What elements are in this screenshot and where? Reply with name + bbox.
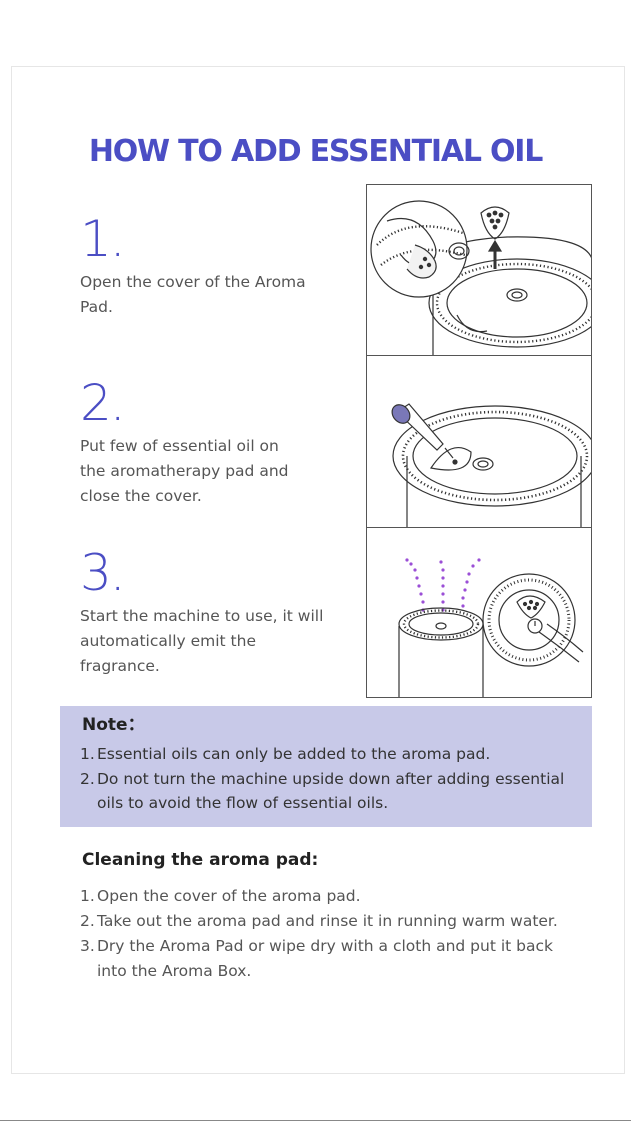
bottom-divider — [0, 1120, 631, 1121]
list-text: Dry the Aroma Pad or wipe dry with a clo… — [97, 937, 553, 980]
step-number: 1. — [80, 210, 126, 268]
step-text: Start the machine to use, it will automa… — [80, 607, 324, 675]
note-list: 1. Essential oils can only be added to t… — [80, 742, 580, 816]
list-number: 3. — [80, 937, 95, 955]
note-title: Note： — [82, 715, 145, 735]
step-text: Open the cover of the Aroma Pad. — [80, 273, 306, 316]
cleaning-list: 1. Open the cover of the aroma pad. 2. T… — [80, 884, 580, 984]
list-text: Open the cover of the aroma pad. — [97, 887, 361, 905]
list-number: 2. — [80, 912, 95, 930]
list-number: 2. — [80, 769, 95, 788]
list-item: 2. Take out the aroma pad and rinse it i… — [80, 909, 580, 934]
cleaning-title: Cleaning the aroma pad: — [82, 850, 319, 870]
list-item: 3. Dry the Aroma Pad or wipe dry with a … — [80, 934, 580, 984]
list-number: 1. — [80, 887, 95, 905]
list-text: Take out the aroma pad and rinse it in r… — [97, 912, 558, 930]
list-text: Essential oils can only be added to the … — [97, 745, 491, 763]
list-item: 1. Essential oils can only be added to t… — [80, 742, 580, 767]
page-title: HOW TO ADD ESSENTIAL OIL — [88, 134, 544, 169]
step-1: 1. Open the cover of the Aroma Pad. — [80, 214, 360, 320]
note-box: Note： 1. Essential oils can only be adde… — [60, 706, 592, 827]
list-item: 1. Open the cover of the aroma pad. — [80, 884, 580, 909]
step-number: 3. — [80, 544, 126, 602]
step-3: 3. Start the machine to use, it will aut… — [80, 548, 360, 679]
illustration-open-cover — [366, 184, 592, 356]
illustration-start-machine — [366, 527, 592, 698]
illustration-add-oil — [366, 356, 592, 528]
step-text: Put few of essential oil on the aromathe… — [80, 437, 289, 505]
list-text: Do not turn the machine upside down afte… — [97, 769, 565, 813]
start-machine-drawing — [398, 558, 584, 697]
step-number: 2. — [80, 374, 126, 432]
open-cover-drawing — [370, 200, 591, 355]
add-oil-drawing — [391, 403, 591, 527]
list-item: 2. Do not turn the machine upside down a… — [80, 767, 580, 816]
step-2: 2. Put few of essential oil on the aroma… — [80, 378, 360, 509]
list-number: 1. — [80, 745, 95, 763]
